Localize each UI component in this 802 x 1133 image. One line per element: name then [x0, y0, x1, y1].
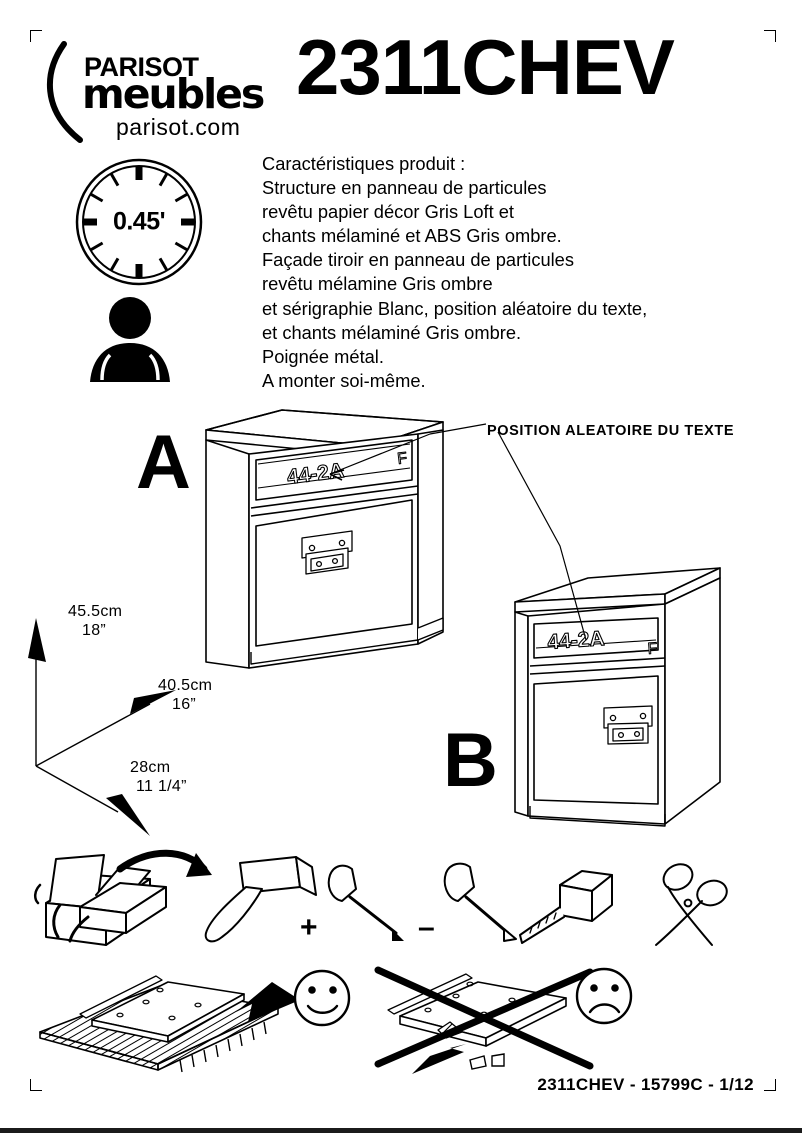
happy-face-icon	[293, 969, 351, 1027]
parisot-logo: PARISOT meubles parisot.com	[38, 36, 286, 144]
desc-line: chants mélaminé et ABS Gris ombre.	[262, 225, 562, 247]
dimension-height-metric: 45.5cm	[68, 603, 123, 620]
dimension-depth-metric: 28cm	[130, 759, 171, 776]
nightstand-variant-b: 44-2A F	[514, 567, 721, 827]
cross-out-icon	[374, 966, 594, 1070]
nightstand-variant-a: 44-2A F	[205, 409, 444, 669]
product-illustrations: 44-2A F	[28, 409, 721, 836]
dimension-depth-imperial: 11 1/4”	[136, 778, 187, 795]
phillips-screwdriver-icon	[327, 864, 404, 941]
desc-line: revêtu mélamine Gris ombre	[262, 273, 493, 295]
variant-label-a: A	[136, 420, 191, 505]
crop-mark-bottom-right	[764, 1079, 776, 1091]
variant-label-b: B	[443, 718, 498, 803]
page-title: 2311CHEV	[296, 23, 675, 111]
page-bottom-rule	[0, 1128, 802, 1133]
drawer-mark-a: F	[396, 450, 408, 468]
clock-icon	[75, 158, 203, 286]
footer-reference: 2311CHEV - 15799C - 1/12	[537, 1075, 754, 1094]
logo-parisot-text: PARISOT	[84, 52, 200, 82]
callout-leader-a	[329, 423, 487, 475]
pointer-arrow-incorrect	[412, 1044, 466, 1074]
desc-line: revêtu papier décor Gris Loft et	[262, 201, 515, 223]
dimension-axes	[35, 652, 151, 813]
dimension-depth: 28cm 11 1/4”	[130, 758, 187, 796]
callout-leader-b	[497, 431, 587, 641]
desc-line: et chants mélaminé Gris ombre.	[262, 321, 522, 343]
dimension-width-metric: 40.5cm	[158, 677, 213, 694]
metal-handle-b	[603, 705, 653, 745]
crop-mark-bottom-left	[30, 1079, 42, 1091]
assembly-people-count	[86, 296, 174, 382]
dimension-width-imperial: 16”	[172, 696, 197, 713]
sad-face-icon	[575, 967, 633, 1025]
toolbox-icon	[34, 854, 167, 946]
callout-arrow-a	[329, 469, 345, 481]
dimension-arrowheads	[28, 618, 176, 836]
product-characteristics: Caractéristiques produit : Structure en …	[262, 152, 782, 393]
desc-line: Poignée métal.	[262, 345, 384, 367]
crop-mark-top-left	[30, 30, 42, 42]
dimension-height: 45.5cm 18”	[68, 602, 122, 640]
desc-heading: Caractéristiques produit :	[262, 153, 466, 174]
required-tools-strip: + –	[34, 849, 728, 946]
tape-measure-icon	[519, 870, 613, 944]
logo-meubles-text: meubles	[82, 70, 264, 118]
dimension-width: 40.5cm 16”	[158, 676, 212, 714]
scissors-icon	[655, 863, 728, 946]
logo-website-text: parisot.com	[116, 114, 240, 140]
random-text-position-callout: POSITION ALEATOIRE DU TEXTE	[487, 423, 735, 439]
flathead-screwdriver-icon	[443, 862, 517, 942]
metal-handle-a	[301, 530, 353, 575]
hammer-icon	[204, 856, 317, 943]
correct-practice-illustration	[39, 975, 279, 1073]
debris-chips	[469, 1053, 505, 1070]
assembly-time-value: 0.45'	[112, 207, 166, 236]
desc-line: Façade tiroir en panneau de particules	[262, 249, 574, 271]
flathead-symbol: –	[418, 911, 435, 944]
desc-line: et sérigraphie Blanc, position aléatoire…	[262, 297, 648, 319]
desc-line: A monter soi-même.	[262, 369, 426, 391]
logo-artwork: PARISOT meubles parisot.com	[46, 41, 266, 143]
handling-advice-strip	[39, 966, 633, 1074]
drawer-mark-b: F	[647, 640, 658, 658]
crop-mark-top-right	[764, 30, 776, 42]
desc-line: Structure en panneau de particules	[262, 177, 547, 199]
drawer-printed-text-b: 44-2A	[547, 627, 606, 654]
assembly-time-clock: 0.45'	[73, 156, 205, 288]
single-person-icon	[90, 297, 170, 382]
dimension-height-imperial: 18”	[82, 622, 107, 639]
pointer-arrow-correct	[236, 982, 300, 1022]
phillips-symbol: +	[300, 911, 318, 944]
